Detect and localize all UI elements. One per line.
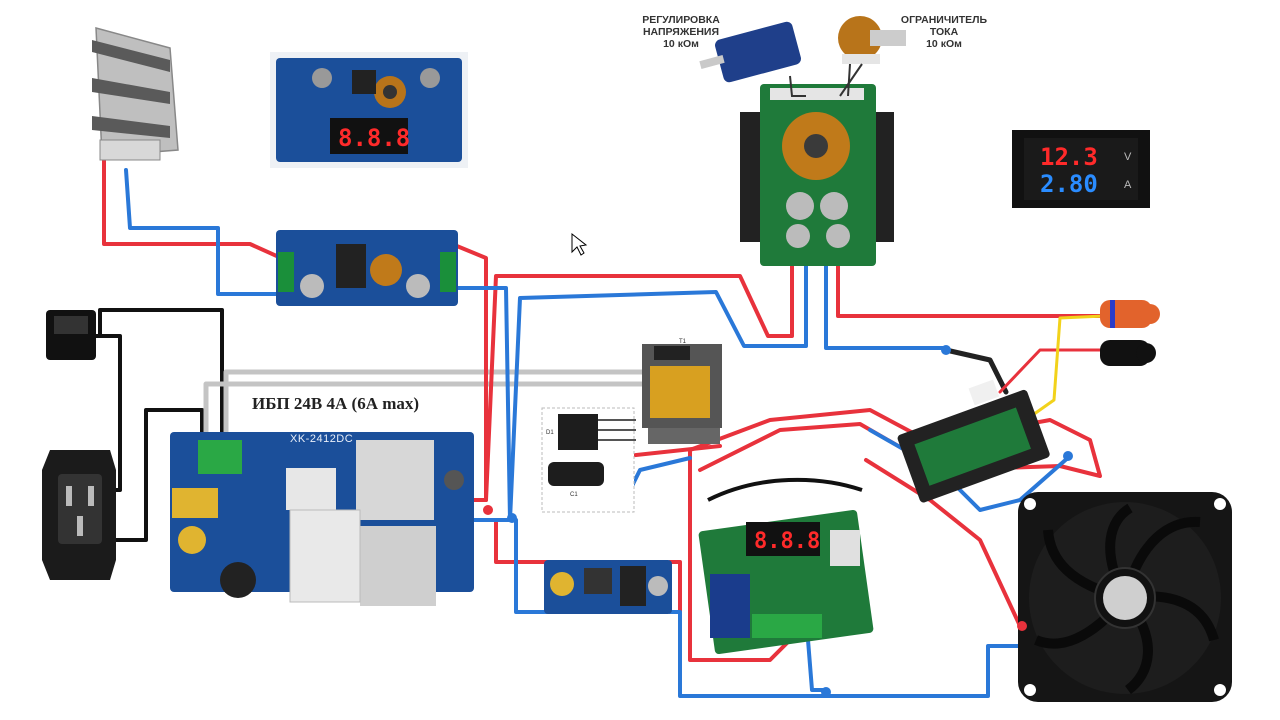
rectifier-block: D1 C1 [541, 407, 636, 513]
wire-bus-positive-1 [484, 254, 794, 502]
wires [70, 158, 1114, 698]
current-pot-label: ОГРАНИЧИТЕЛЬ ТОКА 10 кОм [900, 14, 988, 50]
meter-board [897, 379, 1050, 503]
lm2596-module [276, 230, 458, 306]
wire-main-positive [450, 242, 488, 502]
thermostat-module: 8.8.8 [698, 477, 874, 655]
meter-voltage-reading: 12.3 [1040, 143, 1098, 171]
wire-ac-socket [94, 408, 204, 542]
wire-relay-negative [806, 638, 828, 692]
wire-meter-black [943, 347, 1009, 395]
wire-main-negative [456, 286, 512, 522]
capacitor-tag: C1 [570, 492, 578, 498]
output-terminal-black [1100, 340, 1156, 366]
bridge-tag: D1 [546, 430, 554, 436]
wire-usb-negative [124, 168, 290, 296]
transformer: T1 [642, 339, 722, 444]
wire-out-negative [824, 254, 948, 350]
xl4015-module-photo: 8.8.8 [270, 52, 468, 168]
usb-ports [92, 27, 179, 161]
output-terminal-red [1100, 300, 1160, 328]
psu-title: ИБП 24В 4А (6А max) [252, 394, 420, 413]
volt-amp-meter: 12.3 V 2.80 A [1012, 130, 1150, 208]
meter-current-unit: A [1124, 179, 1132, 191]
thermostat-display: 8.8.8 [754, 529, 820, 554]
wire-meter-yellow [1018, 314, 1106, 426]
wire-usb-positive [102, 158, 292, 264]
meter-current-reading: 2.80 [1040, 170, 1098, 198]
ac-socket [42, 450, 116, 580]
wire-out-positive [836, 254, 1114, 318]
wire-bus-positive-2 [484, 518, 554, 564]
psu-model: XK-2412DC [290, 433, 354, 445]
xl6009-module [544, 560, 672, 614]
module-display: 8.8.8 [338, 124, 410, 152]
voltage-pot-label: РЕГУЛИРОВКА НАПРЯЖЕНИЯ 10 кОм [642, 14, 720, 50]
wire-bus-negative-2 [514, 518, 554, 614]
wire-step-negative [668, 610, 1020, 698]
xl4016-regulator [740, 84, 894, 266]
wire-gray-1 [203, 381, 653, 443]
junction-dots [483, 345, 1073, 697]
wire-meter-red [998, 348, 1102, 394]
cooling-fan [1018, 492, 1232, 702]
wire-fan-positive-2 [864, 458, 1022, 628]
power-switch [46, 310, 96, 360]
voltage-potentiometer [699, 21, 806, 97]
mouse-cursor [571, 232, 588, 256]
transformer-tag: T1 [679, 339, 687, 345]
meter-voltage-unit: V [1124, 151, 1132, 163]
power-supply-board [170, 432, 474, 606]
current-potentiometer [838, 16, 906, 97]
wire-bus-negative-1 [508, 254, 808, 522]
